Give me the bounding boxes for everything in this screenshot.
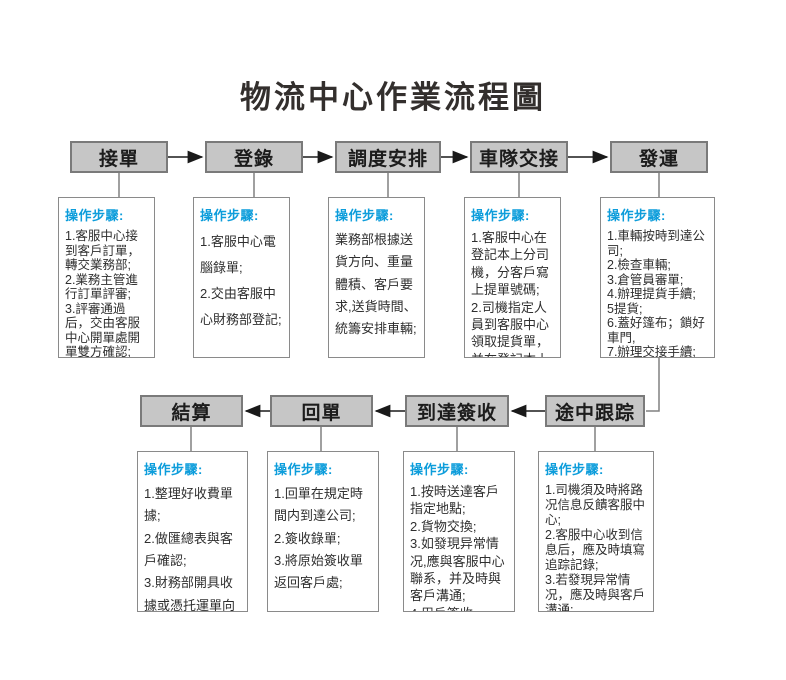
detail-box-return-receipt: 操作步驟: 1.回單在規定時間内到達公司; 2.簽收錄單; 3.將原始簽收單返回… [267, 451, 379, 612]
process-box-receive-order: 接單 [70, 141, 168, 173]
steps-header: 操作步驟: [144, 462, 203, 477]
process-label: 登錄 [233, 148, 274, 170]
steps-text: 1.按時送達客戶指定地點; 2.貨物交換; 3.如發現异常情况,應與客服中心聯系… [410, 484, 505, 611]
process-label: 到達簽收 [416, 402, 497, 424]
process-box-return-receipt: 回單 [270, 395, 373, 427]
connector-shipping-to-tracking [646, 358, 660, 412]
steps-text: 1.車輛按時到達公司; 2.檢查車輛; 3.倉管員審單; 4.辦理提貨手續; 5… [607, 229, 705, 358]
process-label: 調度安排 [347, 148, 428, 170]
process-box-dispatch-arrangement: 調度安排 [335, 141, 441, 173]
page-title: 物流中心作業流程圖 [240, 80, 546, 115]
steps-text: 1.客服中心電腦錄單; 2.交由客服中心財務部登記; [200, 234, 282, 327]
process-label: 接單 [98, 148, 139, 170]
detail-box-fleet-handover: 操作步驟: 1.客服中心在登記本上分司機，分客戶寫上提單號碼; 2.司機指定人員… [464, 197, 561, 358]
process-label: 車隊交接 [478, 148, 559, 170]
detail-box-receive-order: 操作步驟: 1.客服中心接到客戶訂單，轉交業務部; 2.業務主管進行訂單評審; … [58, 197, 155, 358]
process-box-fleet-handover: 車隊交接 [470, 141, 568, 173]
steps-text: 1.客服中心在登記本上分司機，分客戶寫上提單號碼; 2.司機指定人員到客服中心領… [471, 230, 550, 357]
steps-text: 1.客服中心接到客戶訂單，轉交業務部; 2.業務主管進行訂單評審; 3.評審通過… [65, 229, 141, 358]
steps-header: 操作步驟: [200, 208, 259, 223]
detail-box-dispatch-arrangement: 操作步驟: 業務部根據送貨方向、重量體積、客戶要求,送貨時間、統籌安排車輛; [328, 197, 425, 358]
process-box-arrival-sign-off: 到達簽收 [405, 395, 509, 427]
process-box-in-transit-tracking: 途中跟踪 [545, 395, 645, 427]
steps-header: 操作步驟: [607, 208, 666, 223]
detail-box-settlement: 操作步驟: 1.整理好收費單據; 2.做匯總表與客戶確認; 3.財務部開具收據或… [137, 451, 248, 612]
steps-text: 1.回單在規定時間内到達公司; 2.簽收錄單; 3.將原始簽收單返回客戶處; [274, 486, 363, 591]
process-label: 結算 [171, 402, 212, 424]
steps-header: 操作步驟: [65, 208, 124, 223]
process-label: 回單 [301, 402, 342, 424]
process-label: 發運 [638, 148, 679, 170]
steps-text: 業務部根據送貨方向、重量體積、客戶要求,送貨時間、統籌安排車輛; [335, 232, 417, 337]
steps-header: 操作步驟: [545, 462, 604, 477]
steps-header: 操作步驟: [274, 462, 333, 477]
process-box-register: 登錄 [205, 141, 303, 173]
detail-box-register: 操作步驟: 1.客服中心電腦錄單; 2.交由客服中心財務部登記; [193, 197, 290, 358]
steps-header: 操作步驟: [471, 208, 530, 223]
steps-header: 操作步驟: [410, 462, 469, 477]
detail-box-shipping: 操作步驟: 1.車輛按時到達公司; 2.檢查車輛; 3.倉管員審單; 4.辦理提… [600, 197, 715, 358]
detail-box-in-transit-tracking: 操作步驟: 1.司機須及時將路况信息反饋客服中心; 2.客服中心收到信息后，應及… [538, 451, 654, 612]
steps-text: 1.司機須及時將路况信息反饋客服中心; 2.客服中心收到信息后，應及時填寫追踪記… [545, 483, 646, 612]
steps-text: 1.整理好收費單據; 2.做匯總表與客戶確認; 3.財務部開具收據或憑托運單向客… [144, 486, 236, 612]
steps-header: 操作步驟: [335, 208, 394, 223]
process-box-shipping: 發運 [610, 141, 708, 173]
process-label: 途中跟踪 [554, 402, 635, 424]
detail-box-arrival-sign-off: 操作步驟: 1.按時送達客戶指定地點; 2.貨物交換; 3.如發現异常情况,應與… [403, 451, 515, 612]
process-box-settlement: 結算 [140, 395, 243, 427]
